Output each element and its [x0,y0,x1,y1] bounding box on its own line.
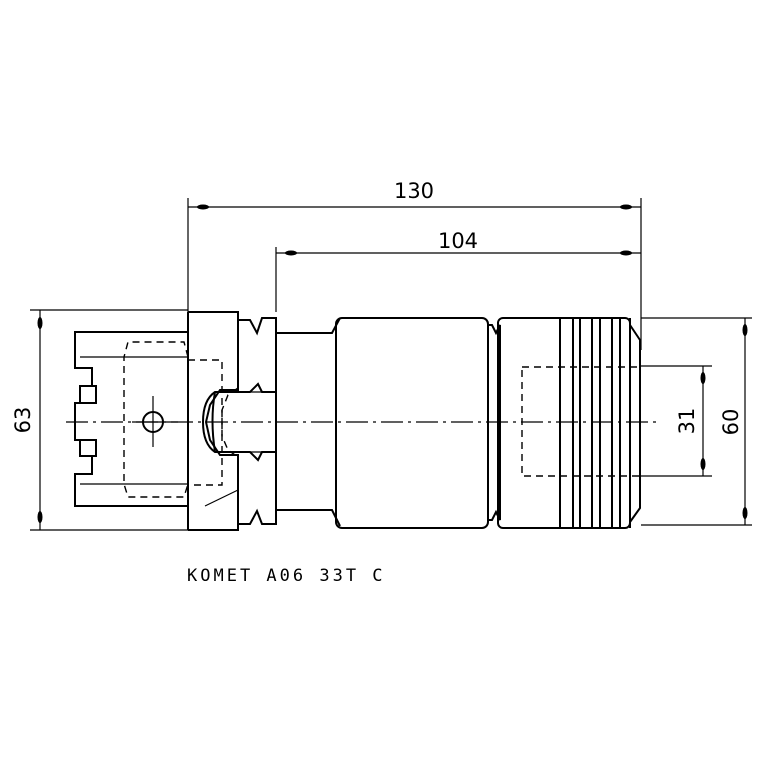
dimension-label-60: 60 [719,409,743,436]
dimension-flange-diameter: 63 [11,309,188,531]
dimension-label-31: 31 [675,408,699,435]
part-number-caption: KOMET A06 33T C [187,566,386,586]
v-flange-collar [201,317,277,525]
dimension-bore-diameter: 31 [641,365,712,477]
dimension-label-104: 104 [438,229,478,253]
drive-key-section [74,312,223,530]
main-body [335,317,501,529]
dimension-overall-length: 130 [187,179,642,350]
dimension-label-130: 130 [394,179,434,203]
shank [276,317,341,527]
dimension-shank-length: 104 [275,229,641,312]
clamping-nut [497,317,641,529]
dimension-body-diameter: 60 [641,317,752,526]
dimension-label-63: 63 [11,407,35,434]
